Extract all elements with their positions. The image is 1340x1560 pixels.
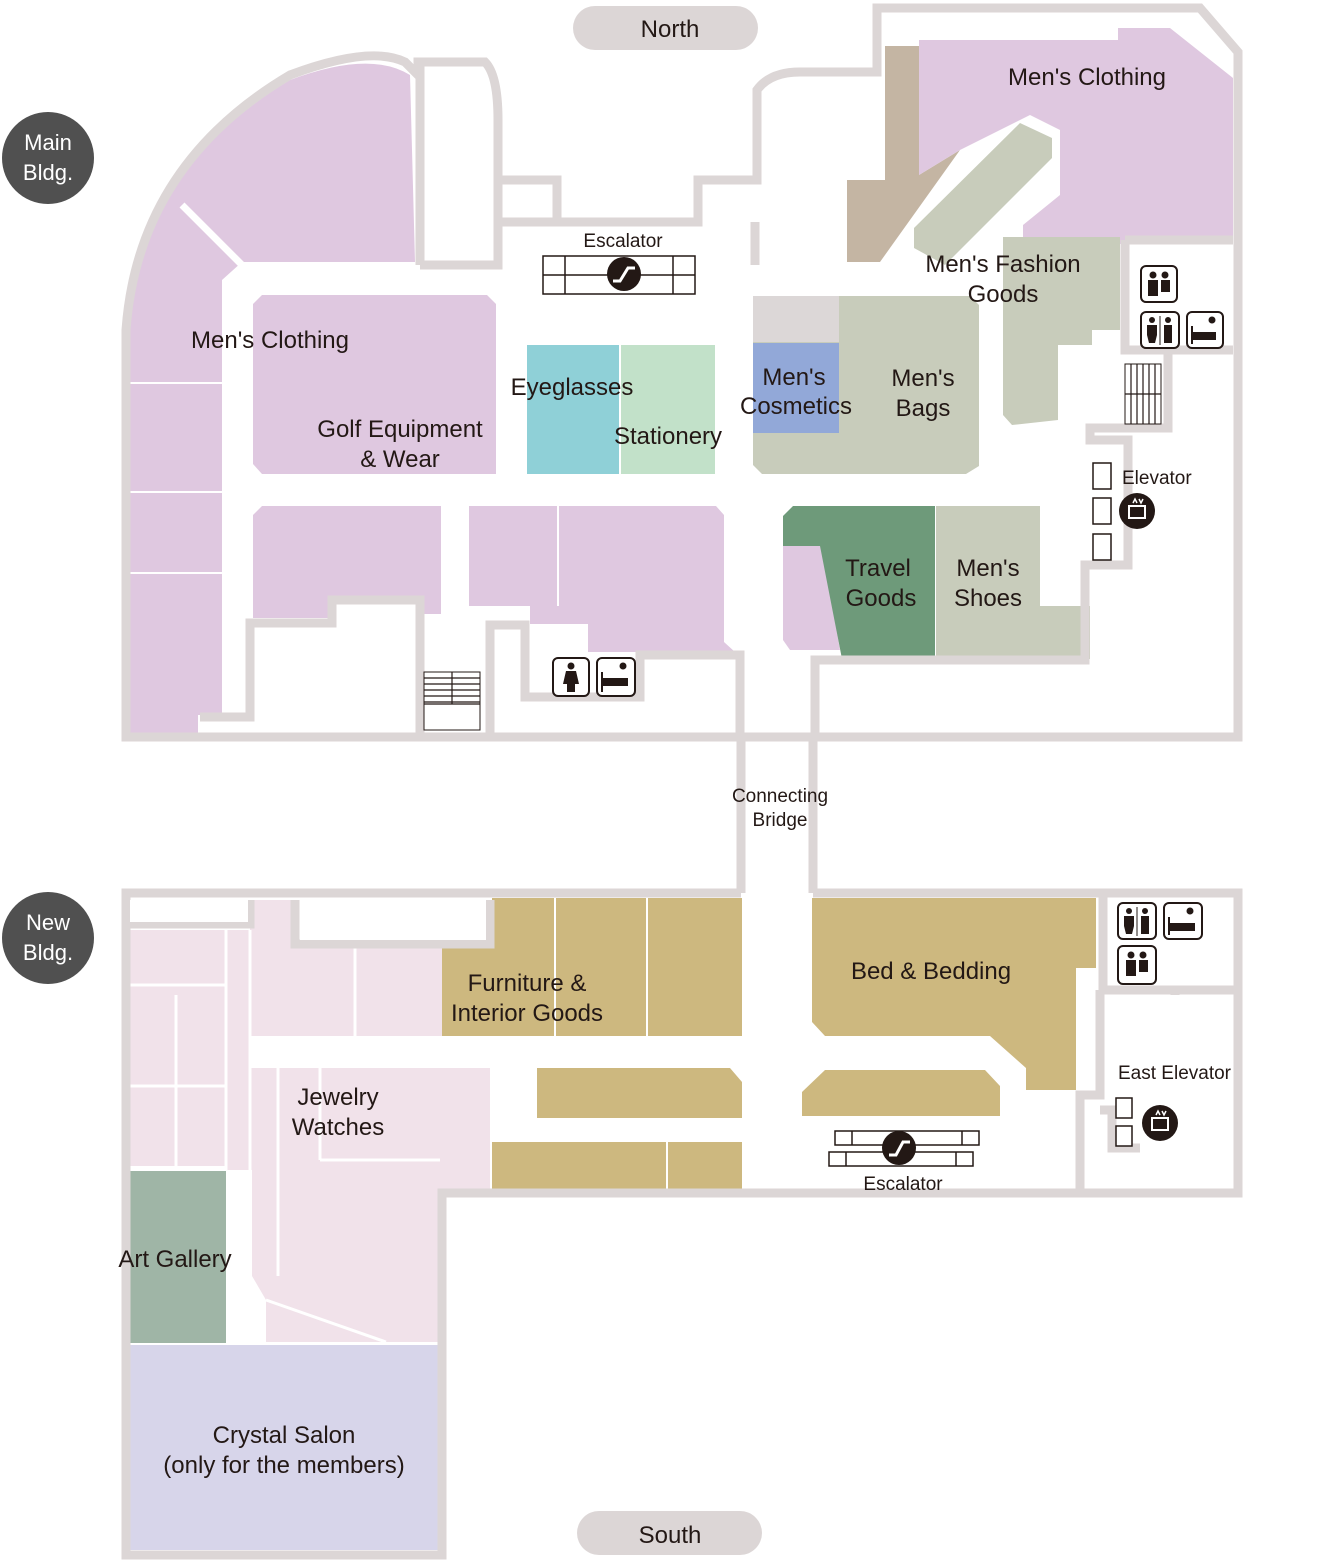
connecting-bridge	[736, 737, 818, 893]
label-furniture-2: Interior Goods	[451, 1000, 603, 1027]
shop-art-gallery[interactable]	[130, 1171, 226, 1343]
new-bldg-outer-wall	[121, 888, 1243, 1560]
label-shoes-2: Shoes	[954, 585, 1022, 612]
shop-stationery[interactable]	[621, 345, 715, 474]
shop-travel-goods[interactable]	[783, 506, 935, 659]
shop-mens-clothing-west-area[interactable]	[128, 63, 415, 736]
shop-tan-store[interactable]	[847, 46, 960, 262]
new-bldg-east-wall	[1100, 985, 1180, 1153]
label-furniture-1: Furniture &	[468, 970, 587, 997]
main-elevator-label: Elevator	[1122, 468, 1192, 489]
new-escalator[interactable]: Escalator	[828, 1130, 980, 1195]
baby-changing-icon[interactable]	[1186, 311, 1224, 349]
label-fashion-goods-1: Men's Fashion	[925, 251, 1080, 278]
stairs-icon	[1124, 363, 1162, 425]
label-golf-2: & Wear	[360, 446, 440, 473]
main-bldg-badge[interactable]: Main Bldg.	[2, 112, 94, 204]
north-label: North	[641, 16, 700, 43]
main-elevator[interactable]: Elevator	[1092, 462, 1192, 561]
label-cosmetics-2: Cosmetics	[740, 393, 852, 420]
shop-crystal-salon[interactable]	[130, 1345, 440, 1550]
shop-grey-corner	[753, 296, 839, 342]
south-label: South	[639, 1522, 702, 1549]
label-shoes-1: Men's	[956, 555, 1019, 582]
main-bldg-label-1: Main	[24, 130, 72, 155]
new-bldg-label-2: Bldg.	[23, 940, 73, 965]
shop-jewelry-zone[interactable]	[130, 900, 490, 1342]
restroom-icon[interactable]	[1140, 311, 1180, 349]
label-connector-2: Bridge	[753, 810, 808, 831]
label-cosmetics-1: Men's	[762, 364, 825, 391]
shop-mens-fashion-goods[interactable]	[1003, 237, 1120, 425]
shop-mens-shoes[interactable]	[936, 506, 1090, 659]
label-bed: Bed & Bedding	[851, 958, 1011, 985]
main-bldg-inner-wall-north	[415, 62, 760, 270]
shop-mens-clothing-ne-area[interactable]	[919, 28, 1233, 244]
shop-bed-bedding[interactable]	[812, 898, 1096, 1090]
label-art-gallery: Art Gallery	[118, 1246, 231, 1273]
shop-mens-cosmetics[interactable]	[753, 343, 839, 433]
label-fashion-goods-2: Goods	[968, 281, 1039, 308]
shop-furniture[interactable]	[442, 898, 742, 1189]
labels: Men's Clothing Men's Clothing Golf Equip…	[118, 64, 1166, 1479]
shop-lower-left-b[interactable]	[469, 506, 735, 652]
elevator-icon	[1142, 1105, 1178, 1141]
label-eyeglasses: Eyeglasses	[511, 374, 634, 401]
label-crystal-1: Crystal Salon	[213, 1422, 356, 1449]
main-building	[121, 3, 1243, 742]
restroom-icon[interactable]	[1117, 902, 1157, 940]
main-bldg-label-2: Bldg.	[23, 160, 73, 185]
shop-bed-bedding-island[interactable]	[802, 1070, 1000, 1116]
label-travel-2: Goods	[846, 585, 917, 612]
label-travel-1: Travel	[845, 555, 911, 582]
baby-changing-icon[interactable]	[1163, 902, 1203, 940]
main-escalator-label: Escalator	[583, 231, 663, 252]
label-mens-clothing-ne: Men's Clothing	[1008, 64, 1166, 91]
main-escalator[interactable]: Escalator	[542, 231, 696, 295]
main-bldg-outer-wall	[121, 3, 1243, 742]
multipurpose-restroom-icon[interactable]	[1140, 265, 1178, 303]
multipurpose-restroom-icon[interactable]	[1117, 945, 1157, 985]
shop-lower-left-a[interactable]	[253, 506, 441, 618]
elevator-icon	[1119, 493, 1155, 529]
label-stationery: Stationery	[614, 423, 722, 450]
stairs-icon	[423, 671, 481, 731]
east-elevator-label: East Elevator	[1118, 1063, 1232, 1084]
label-jewelry-2: Watches	[292, 1114, 384, 1141]
label-bags-1: Men's	[891, 365, 954, 392]
new-bldg-inner-wall	[130, 893, 1238, 1190]
womens-restroom-icon[interactable]	[552, 657, 590, 697]
shop-diagonal-goods[interactable]	[914, 123, 1052, 265]
north-marker: North	[573, 6, 758, 50]
new-escalator-label: Escalator	[863, 1174, 943, 1195]
shop-eyeglasses[interactable]	[527, 345, 619, 474]
label-bags-2: Bags	[896, 395, 951, 422]
south-marker: South	[577, 1511, 762, 1555]
label-connector-1: Connecting	[732, 786, 828, 807]
new-building	[121, 888, 1243, 1560]
label-mens-clothing-west: Men's Clothing	[191, 327, 349, 354]
shop-golf[interactable]	[253, 295, 496, 474]
label-jewelry-1: Jewelry	[297, 1084, 378, 1111]
new-bldg-badge[interactable]: New Bldg.	[2, 892, 94, 984]
label-crystal-2: (only for the members)	[163, 1452, 404, 1479]
label-golf-1: Golf Equipment	[317, 416, 483, 443]
east-elevator[interactable]: East Elevator	[1115, 1063, 1232, 1147]
new-bldg-label-1: New	[26, 910, 70, 935]
baby-changing-icon[interactable]	[596, 657, 636, 697]
